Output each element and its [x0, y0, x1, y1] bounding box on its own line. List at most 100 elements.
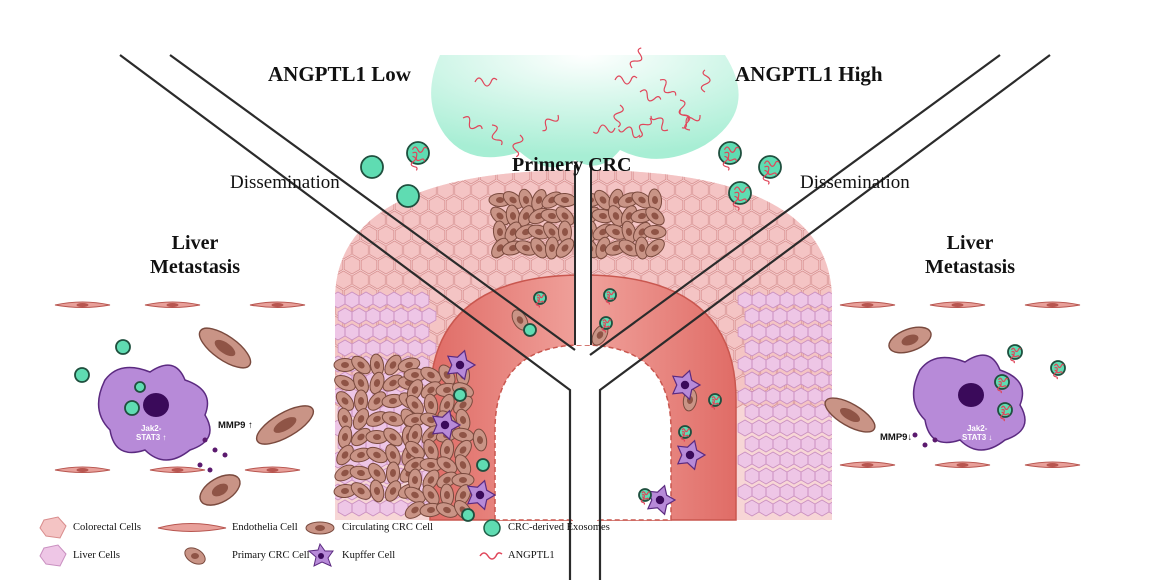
liver-cell: [758, 307, 774, 325]
colorectal-cell: [760, 210, 777, 230]
liver-cell: [814, 435, 830, 453]
colorectal-cell: [471, 180, 488, 200]
liver-cell: [807, 451, 823, 469]
jak-stat-right-label: Jak2- STAT3 ↓: [962, 424, 992, 442]
liver-cell: [821, 419, 832, 437]
crc-nucleus: [625, 212, 633, 220]
colorectal-cell: [462, 195, 480, 215]
angptl1-cloud: [431, 55, 739, 168]
colorectal-cell: [692, 270, 709, 290]
colorectal-cell: [369, 270, 386, 290]
endothelia-nucleus: [76, 468, 89, 472]
colorectal-cell: [369, 180, 386, 200]
crc-nucleus: [443, 386, 451, 394]
colorectal-cell: [615, 255, 633, 275]
angptl1-squiggle: [681, 431, 690, 437]
liver-cell: [828, 499, 832, 517]
colorectal-cell: [445, 195, 463, 215]
angptl1-squiggle: [491, 124, 503, 146]
crc-nucleus: [651, 244, 659, 252]
liver-cell: [779, 387, 795, 405]
colorectal-cell: [403, 240, 420, 260]
angptl1-squiggle: [462, 116, 483, 130]
liver-cell: [351, 339, 367, 357]
crc-nucleus: [522, 244, 530, 252]
crc-nucleus: [443, 461, 451, 469]
crc-nucleus: [427, 446, 435, 454]
colorectal-cell: [692, 210, 709, 230]
kupffer-nucleus: [440, 420, 450, 430]
colorectal-cell: [785, 225, 803, 245]
legend-endothelia-label: Endothelia Cell: [232, 522, 298, 533]
crc-nucleus: [389, 361, 397, 369]
colorectal-cell: [819, 255, 832, 275]
crc-nucleus: [411, 446, 419, 454]
liver-cell: [793, 323, 809, 341]
colorectal-cell: [428, 255, 446, 275]
legend-liver-label: Liver Cells: [73, 550, 120, 561]
colorectal-cell: [751, 225, 769, 245]
crc-nucleus: [411, 506, 419, 514]
colorectal-cell: [632, 170, 650, 185]
legend-colorectal-label: Colorectal Cells: [73, 522, 141, 533]
angptl1-squiggle: [410, 155, 418, 171]
colorectal-cell: [335, 225, 344, 245]
colorectal-cell: [717, 170, 735, 185]
colorectal-cell: [462, 225, 480, 245]
crc-nucleus: [509, 244, 517, 252]
liver-cell: [758, 435, 774, 453]
crc-nucleus: [548, 228, 556, 236]
liver-cell: [800, 339, 816, 357]
colorectal-cell: [403, 210, 420, 230]
crc-nucleus: [411, 461, 419, 469]
colorectal-cell: [454, 210, 471, 230]
angptl1-squiggle: [734, 191, 748, 202]
liver-cell: [828, 307, 832, 325]
angptl1-squiggle: [601, 324, 607, 333]
liver-cell: [337, 339, 353, 357]
colorectal-cell: [709, 210, 726, 230]
mmp9-right-label: MMP9↓: [880, 432, 912, 443]
up-arrow-small-icon: ↑: [160, 433, 167, 442]
liver-cell: [786, 499, 802, 517]
liver-cell: [807, 355, 823, 373]
angptl1-squiggle: [681, 428, 691, 433]
liver-cell: [772, 435, 788, 453]
colorectal-cell: [437, 210, 454, 230]
crc-nucleus: [341, 397, 349, 405]
angptl1-squiggle: [641, 494, 650, 500]
colorectal-cell: [700, 225, 718, 245]
angptl1-squiggle: [764, 165, 778, 176]
title-primary-crc: Primery CRC: [512, 154, 632, 176]
endothelia-nucleus: [1046, 303, 1059, 307]
liver-cell: [779, 355, 795, 373]
liver-cell: [758, 467, 774, 485]
colorectal-cell: [428, 170, 446, 185]
angptl1-squiggle: [763, 160, 780, 167]
crc-nucleus: [427, 371, 435, 379]
colorectal-cell: [785, 255, 803, 275]
colorectal-cell: [335, 270, 352, 290]
colorectal-cell: [454, 240, 471, 260]
colorectal-cell: [420, 180, 437, 200]
colorectal-cell: [496, 170, 514, 185]
liver-cell-icon: [39, 544, 67, 567]
colorectal-cell: [819, 195, 832, 215]
exosome: [461, 508, 475, 522]
crc-nucleus: [599, 228, 607, 236]
liver-cell: [786, 307, 802, 325]
kupffer-nucleus: [455, 360, 465, 370]
colorectal-cell: [335, 240, 352, 260]
crc-nucleus: [341, 451, 349, 459]
colorectal-cell-icon: [39, 516, 67, 539]
colorectal-cell: [386, 270, 403, 290]
colorectal-cell: [734, 170, 752, 185]
liver-cell: [814, 499, 830, 517]
angptl1-squiggle: [711, 396, 721, 401]
crc-nucleus: [443, 476, 451, 484]
angptl1-icon: [479, 552, 503, 560]
crc-nucleus: [548, 244, 556, 252]
liver-cell: [772, 371, 788, 389]
liver-cell: [786, 371, 802, 389]
colorectal-cell: [751, 255, 769, 275]
